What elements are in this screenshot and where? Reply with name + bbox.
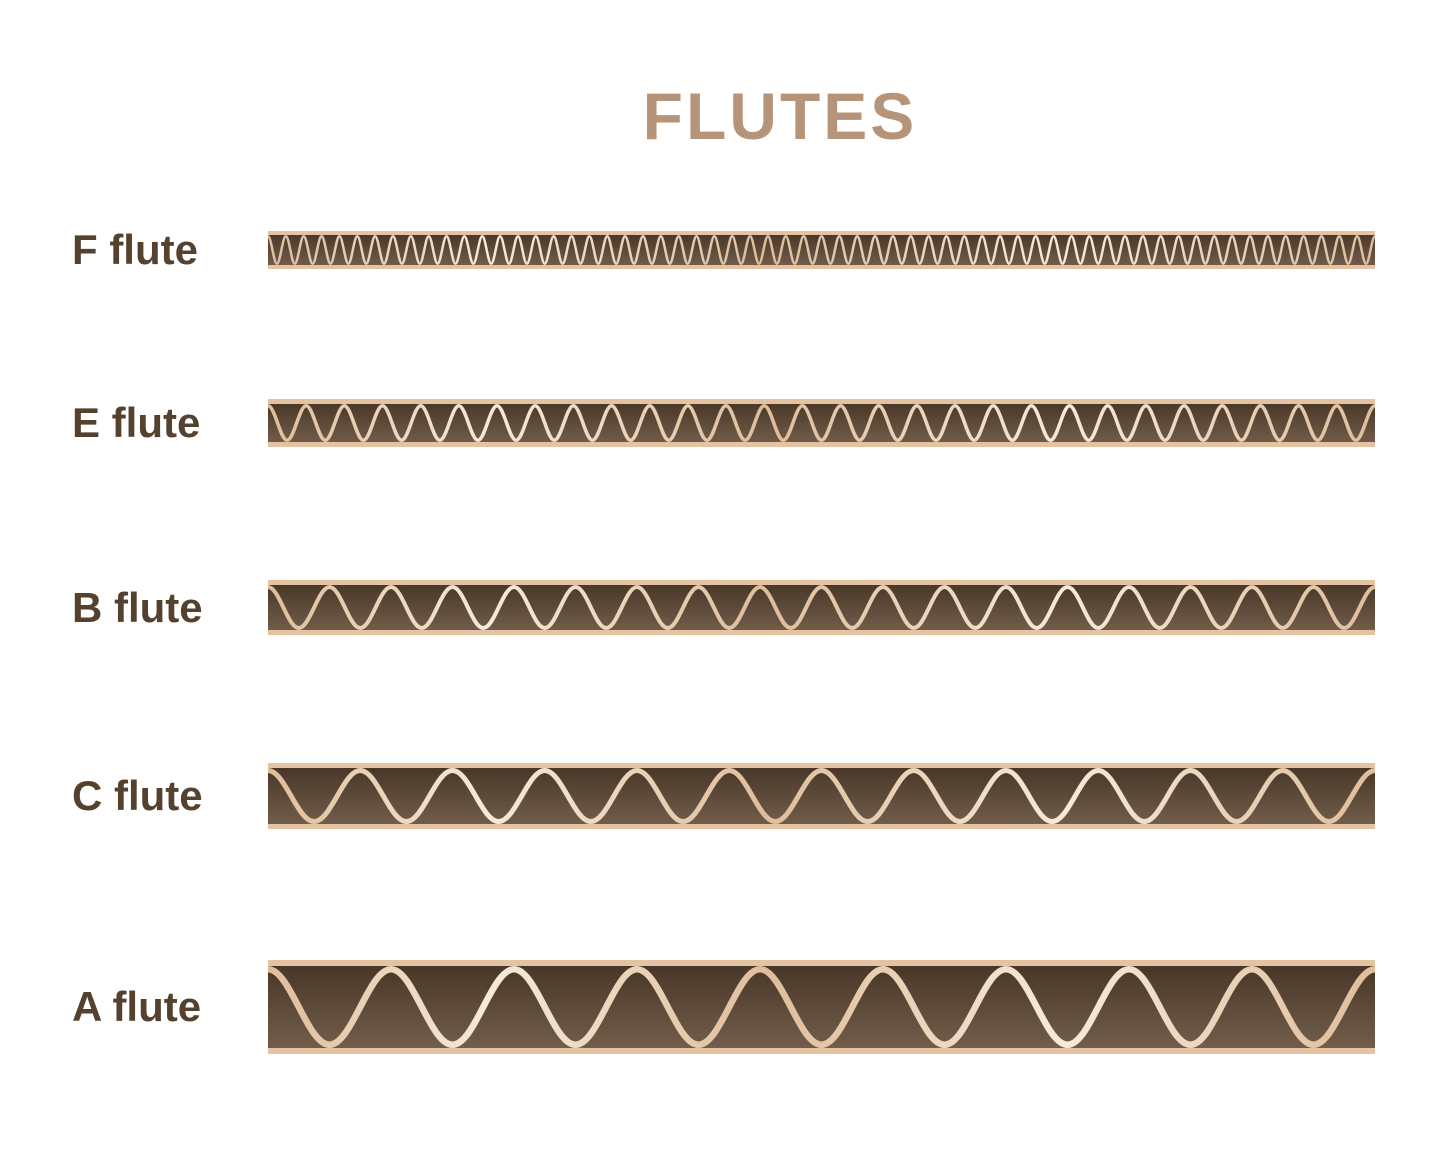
- corrugated-strip: [268, 960, 1375, 1054]
- corrugated-strip: [268, 580, 1375, 635]
- flute-row: B flute: [0, 580, 1445, 635]
- flute-label: A flute: [72, 983, 202, 1030]
- flute-label: B flute: [72, 583, 203, 631]
- flute-label: F flute: [72, 226, 198, 273]
- corrugated-strip: [268, 399, 1375, 447]
- flute-row: A flute: [0, 960, 1445, 1054]
- flute-row: F flute: [0, 226, 1445, 273]
- flute-label: E flute: [72, 399, 201, 446]
- corrugated-strip: [268, 763, 1375, 829]
- flute-row: C flute: [0, 763, 1445, 829]
- flute-label: C flute: [72, 772, 203, 819]
- flute-row: E flute: [0, 399, 1445, 447]
- diagram-title: FLUTES: [642, 79, 918, 153]
- corrugated-strip: [268, 231, 1375, 269]
